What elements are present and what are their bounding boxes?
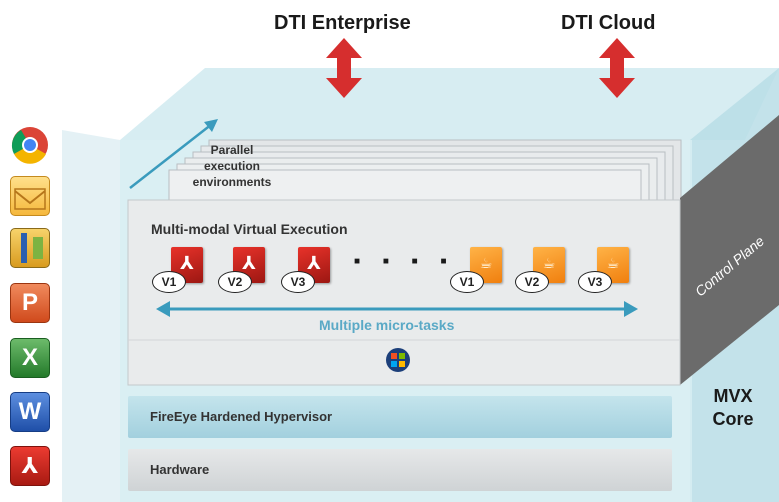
winzip-icon xyxy=(10,228,50,268)
vm-badge-pdf-3: V3 xyxy=(281,271,315,293)
cube-top-face xyxy=(120,68,779,140)
dti-cloud-label: DTI Cloud xyxy=(561,12,656,34)
mvx-core-line2: Core xyxy=(712,409,754,429)
mve-title: Multi-modal Virtual Execution xyxy=(151,221,348,237)
hypervisor-bar: FireEye Hardened Hypervisor xyxy=(128,396,672,438)
vm-badge-pdf-1: V1 xyxy=(152,271,186,293)
parallel-arrow-head xyxy=(204,119,218,132)
vm-badge-java-3: V3 xyxy=(578,271,612,293)
ellipsis-dots: ■ ■ ■ ■ xyxy=(354,256,457,267)
word-icon: W xyxy=(10,392,50,432)
control-plane-panel xyxy=(680,115,779,385)
mvx-core-line1: MVX xyxy=(713,386,753,406)
java-doc-icon: ☕ xyxy=(597,247,629,283)
vm-badge-java-1: V1 xyxy=(450,271,484,293)
outlook-mail-icon xyxy=(10,176,50,216)
hypervisor-label: FireEye Hardened Hypervisor xyxy=(150,409,333,424)
dti-enterprise-label: DTI Enterprise xyxy=(274,12,411,34)
micro-tasks-label: Multiple micro-tasks xyxy=(319,317,455,333)
hardware-bar: Hardware xyxy=(128,449,672,491)
windows-logo-icon xyxy=(386,348,410,372)
parallel-label-line1: Parallel xyxy=(210,143,254,157)
parallel-environments-label: Parallel execution environments xyxy=(162,142,302,190)
dti-enterprise-arrow xyxy=(326,38,362,98)
excel-icon: X xyxy=(10,338,50,378)
chrome-icon xyxy=(10,125,50,165)
app-funnel xyxy=(62,130,120,502)
powerpoint-icon: P xyxy=(10,283,50,323)
vm-badge-pdf-2: V2 xyxy=(218,271,252,293)
dti-cloud-arrow xyxy=(599,38,635,98)
pdf-doc-icon: ⅄ xyxy=(171,247,203,283)
vm-badge-java-2: V2 xyxy=(515,271,549,293)
parallel-label-line2: execution xyxy=(203,159,260,173)
parallel-arrow-line xyxy=(129,123,213,189)
hardware-label: Hardware xyxy=(150,462,210,477)
micro-tasks-arrow-left xyxy=(156,301,170,317)
adobe-pdf-icon: ⅄ xyxy=(10,446,50,486)
micro-tasks-arrow-right xyxy=(624,301,638,317)
mvx-core-label: MVX Core xyxy=(700,385,766,431)
java-doc-icon: ☕ xyxy=(533,247,565,283)
parallel-label-line3: environments xyxy=(192,175,272,189)
